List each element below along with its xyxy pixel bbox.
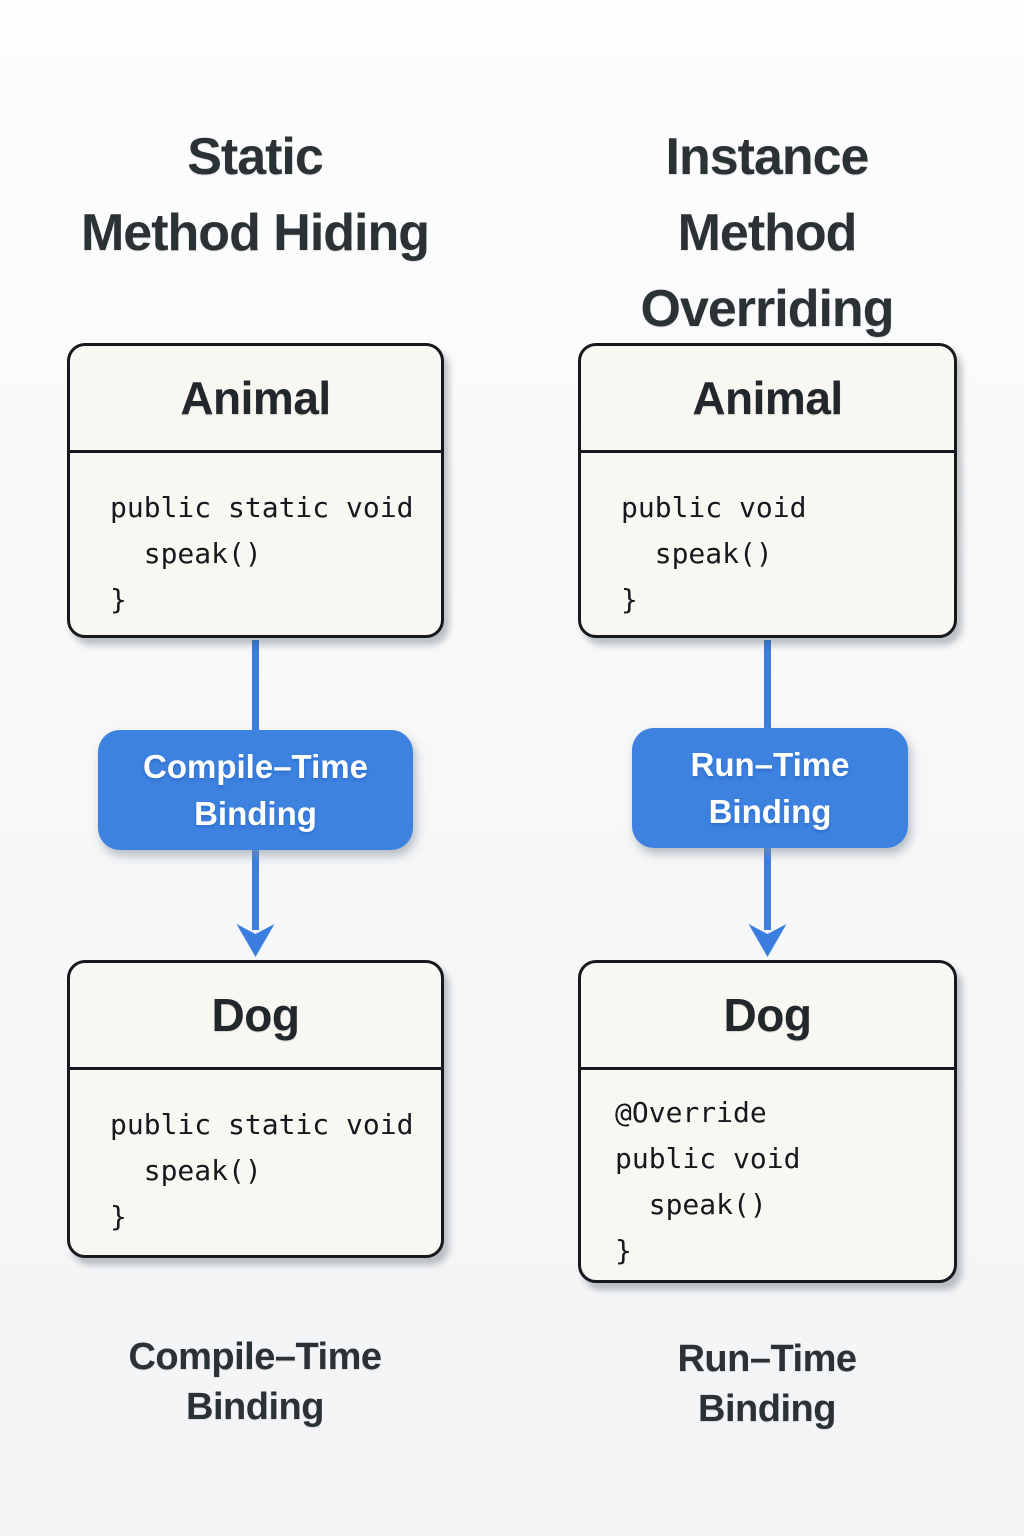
class-code-block: public static void speak() } <box>110 491 414 616</box>
class-name-label: Dog <box>70 963 441 1070</box>
column-title-instance-method-overriding: Instance Method Overriding <box>640 127 895 338</box>
class-box-dog-right: Dog @Override public void speak() } <box>578 960 957 1283</box>
class-name-label: Dog <box>581 963 954 1070</box>
run-time-binding-badge: Run–Time Binding <box>632 728 908 848</box>
class-code-block: public void speak() } <box>621 491 807 616</box>
class-box-animal-left: Animal public static void speak() } <box>67 343 444 638</box>
class-code-block: @Override public void speak() } <box>615 1096 801 1267</box>
class-code-block: public static void speak() } <box>110 1108 414 1233</box>
class-name-label: Animal <box>70 346 441 453</box>
class-box-dog-left: Dog public static void speak() } <box>67 960 444 1258</box>
column-title-static-method-hiding: Static Method Hiding <box>80 127 430 262</box>
class-name-label: Animal <box>581 346 954 453</box>
footer-label-compile-time-binding: Compile–Time Binding <box>128 1336 382 1428</box>
footer-label-run-time-binding: Run–Time Binding <box>677 1338 857 1430</box>
compile-time-binding-badge: Compile–Time Binding <box>98 730 413 850</box>
class-box-animal-right: Animal public void speak() } <box>578 343 957 638</box>
